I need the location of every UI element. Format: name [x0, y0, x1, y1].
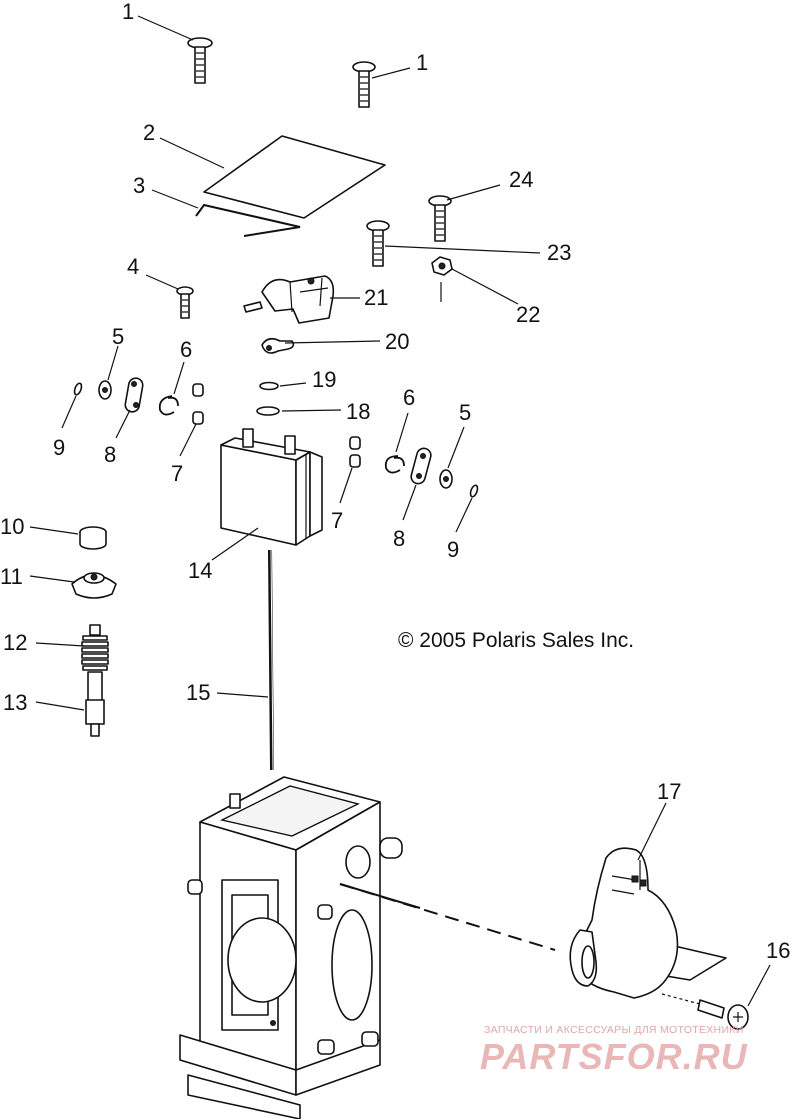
callout-labels: 1 1 2 3 24 23 22 4 21 20 5 6 9 8 7 19 18…: [0, 0, 790, 963]
callout-10: 10: [0, 514, 24, 539]
callout-18: 18: [346, 399, 370, 424]
callout-15: 15: [186, 680, 210, 705]
callout-3: 3: [133, 173, 145, 198]
screw-part-1-right: [352, 61, 376, 108]
callout-7-left: 7: [171, 461, 183, 486]
bracket-part-21: [243, 275, 335, 324]
callout-12: 12: [3, 630, 27, 655]
screw-part-23: [366, 220, 390, 267]
callout-9-left: 9: [53, 435, 65, 460]
callout-4: 4: [127, 254, 139, 279]
callout-14: 14: [188, 558, 212, 583]
spring-clip-part-6-left: [158, 395, 179, 416]
callout-20: 20: [385, 329, 409, 354]
cap-part-10: [79, 526, 107, 550]
callout-24: 24: [509, 167, 533, 192]
plunger-part-13: [85, 699, 105, 737]
ring-part-19: [259, 381, 279, 391]
callout-17: 17: [657, 779, 681, 804]
nut-part-11: [71, 572, 117, 599]
callout-8-right: 8: [393, 526, 405, 551]
washer-part-5-left: [98, 380, 112, 400]
clip-part-9-left: [73, 382, 83, 396]
carburetor-body: [179, 776, 403, 1119]
gasket-part-3: [195, 203, 301, 237]
clip-part-20: [261, 337, 295, 354]
leader-lines: [29, 15, 771, 1007]
clip-part-9-right: [469, 484, 479, 498]
callout-21: 21: [364, 285, 388, 310]
callout-6-right: 6: [403, 385, 415, 410]
callout-5-left: 5: [112, 324, 124, 349]
copyright-notice: © 2005 Polaris Sales Inc.: [398, 629, 635, 652]
callout-5-right: 5: [459, 400, 471, 425]
callout-16: 16: [766, 938, 790, 963]
ring-part-18: [256, 406, 280, 416]
spring-part-12: [81, 624, 109, 703]
cover-plate-part-2: [203, 135, 386, 219]
callout-1-left: 1: [122, 0, 134, 24]
callout-6-left: 6: [180, 337, 192, 362]
assembly-axis-line: [339, 883, 556, 951]
callout-7-right: 7: [331, 508, 343, 533]
callout-23: 23: [547, 240, 571, 265]
callout-19: 19: [312, 367, 336, 392]
callout-2: 2: [143, 120, 155, 145]
housing-part-17: [569, 847, 727, 999]
screw-part-24: [428, 195, 452, 242]
callout-9-right: 9: [447, 537, 459, 562]
watermark-tagline: ЗАПЧАСТИ И АКСЕССУАРЫ ДЛЯ МОТОТЕХНИКИ: [484, 1024, 744, 1036]
screw-part-4: [176, 286, 194, 319]
callout-1-right: 1: [416, 50, 428, 75]
watermark-brand: PARTSFOR.RU: [480, 1036, 748, 1077]
washer-part-5-right: [439, 469, 453, 489]
bushing-part-7-right: [349, 436, 361, 468]
screw-part-1-left: [187, 37, 213, 84]
valve-block-part-14: [220, 428, 323, 546]
link-part-8-left: [124, 377, 144, 413]
callout-13: 13: [3, 690, 27, 715]
bushing-part-7-left: [192, 383, 204, 425]
callout-11: 11: [0, 564, 23, 589]
adjust-screw-part-16: [661, 993, 749, 1030]
callout-22: 22: [516, 302, 540, 327]
needle-part-15: [268, 549, 274, 771]
callout-8-left: 8: [104, 442, 116, 467]
nut-part-22: [431, 256, 453, 302]
spring-clip-part-6-right: [384, 455, 405, 474]
link-part-8-right: [410, 447, 432, 485]
